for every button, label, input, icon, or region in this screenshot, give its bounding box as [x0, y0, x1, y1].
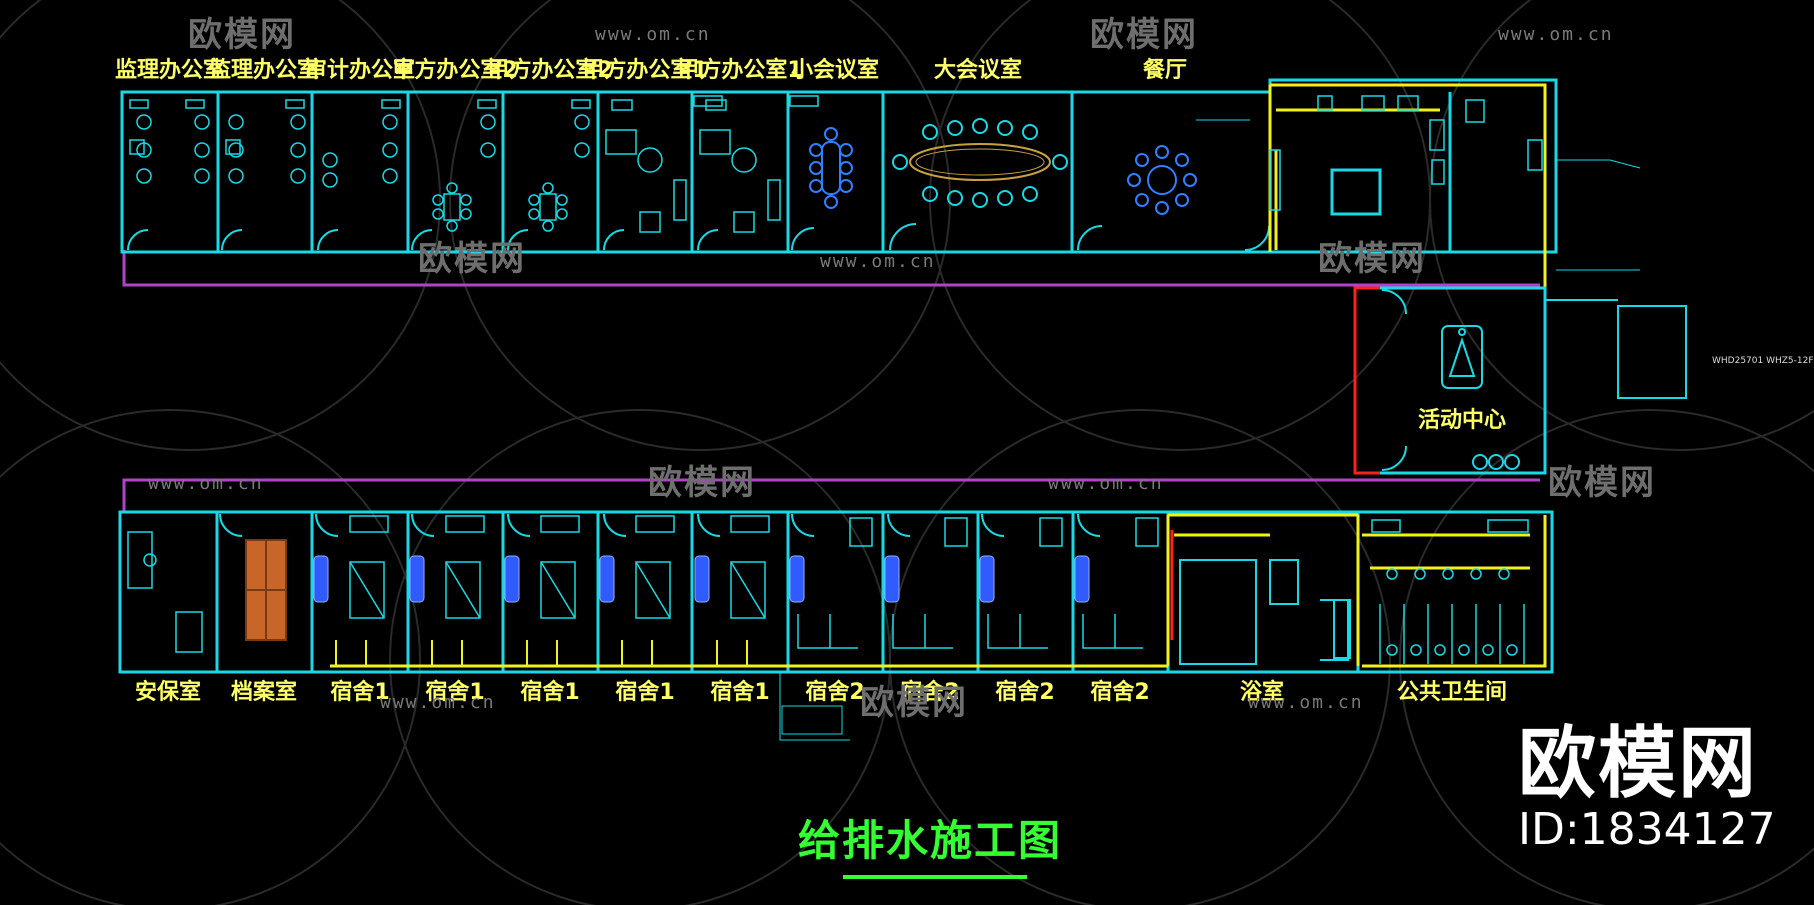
room-label-top-8: 小会议室	[790, 58, 880, 83]
security-room-fixtures	[127, 531, 203, 653]
room-label-bottom-6: 宿舍1	[615, 680, 675, 705]
red-line-activity	[1353, 286, 1380, 475]
room-label-top-9: 大会议室	[933, 58, 1023, 83]
pipe-callouts-top	[1196, 119, 1641, 271]
room-label-bottom-9: 宿舍2	[900, 680, 960, 705]
room-label-top-1: 监理办公室	[114, 58, 226, 83]
room-label-bottom-3: 宿舍1	[330, 680, 390, 705]
room-label-top-5: 甲方办公室2	[487, 58, 613, 83]
toilet-stalls	[1371, 519, 1529, 664]
watermark-url: www.om.cn	[1048, 473, 1164, 494]
drawing-title: 给排水施工图	[797, 816, 1063, 865]
watermark-url: www.om.cn	[1498, 24, 1614, 45]
small-meeting-table	[809, 127, 853, 209]
room-label-top-7: 甲方办公室1	[677, 58, 803, 83]
room-label-bottom-5: 宿舍1	[520, 680, 580, 705]
room-label-top-3: 审计办公室	[304, 58, 416, 83]
corridor-pipe	[122, 250, 1540, 512]
riser-pipes	[335, 640, 748, 666]
room-label-bottom-4: 宿舍1	[425, 680, 485, 705]
office-furniture	[129, 95, 819, 233]
bottom-door-swings	[219, 513, 1101, 537]
dorm1-fixtures	[313, 515, 1090, 619]
room-label-bottom-2: 档案室	[230, 680, 298, 705]
room-label-top-4: 甲方办公室2	[392, 58, 518, 83]
watermark-brand: 欧模网	[188, 15, 296, 55]
water-supply-pipe-bottom	[330, 513, 1547, 668]
brand-id: ID:1834127	[1518, 804, 1776, 855]
room-label-top-6: 甲方办公室1	[582, 58, 708, 83]
top-block-walls	[120, 90, 1272, 254]
pool-table	[1381, 289, 1520, 471]
watermark-brand: 欧模网	[1548, 463, 1656, 503]
room-label-top-10: 餐厅	[1142, 58, 1188, 83]
shower-room-fixtures	[1179, 559, 1351, 665]
room-label-bottom-11: 宿舍2	[1090, 680, 1150, 705]
watermark-url: www.om.cn	[820, 251, 936, 272]
activity-center-walls	[1353, 286, 1547, 475]
dining-table	[1127, 145, 1197, 215]
room-label-bottom-8: 宿舍2	[805, 680, 865, 705]
room-label-bottom-12: 浴室	[1239, 680, 1285, 705]
watermark-url: www.om.cn	[595, 24, 711, 45]
title-underline	[843, 875, 1027, 879]
watermark-brand: 欧模网	[418, 239, 526, 279]
watermark-url: www.om.cn	[1248, 692, 1364, 713]
brand-logo-text: 欧模网	[1518, 719, 1759, 809]
watermark-brand: 欧模网	[860, 683, 968, 723]
top-door-swings	[127, 223, 1270, 251]
room-label-bottom-7: 宿舍1	[710, 680, 770, 705]
equipment-box	[1546, 299, 1687, 399]
dorm2-fixtures	[797, 517, 1159, 649]
watermark-brand: 欧模网	[1318, 239, 1426, 279]
equipment-label: WHD25701 WHZ5-12F	[1712, 356, 1814, 366]
watermark-brand: 欧模网	[648, 463, 756, 503]
room-label-bottom-13: 公共卫生间	[1396, 680, 1508, 705]
kitchen-walls	[1268, 78, 1558, 254]
large-meeting-table	[892, 118, 1068, 208]
room-label-bottom-10: 宿舍2	[995, 680, 1055, 705]
room-label-activity-center: 活动中心	[1417, 408, 1507, 433]
room-label-bottom-1: 安保室	[134, 680, 202, 705]
room-label-top-2: 监理办公室	[208, 58, 320, 83]
watermark-url: www.om.cn	[148, 473, 264, 494]
archive-shelves	[245, 539, 287, 641]
watermark-brand: 欧模网	[1090, 15, 1198, 55]
watermark-url: www.om.cn	[380, 692, 496, 713]
pipe-callout-bottom	[779, 672, 850, 741]
kitchen-fixtures	[1269, 95, 1543, 211]
